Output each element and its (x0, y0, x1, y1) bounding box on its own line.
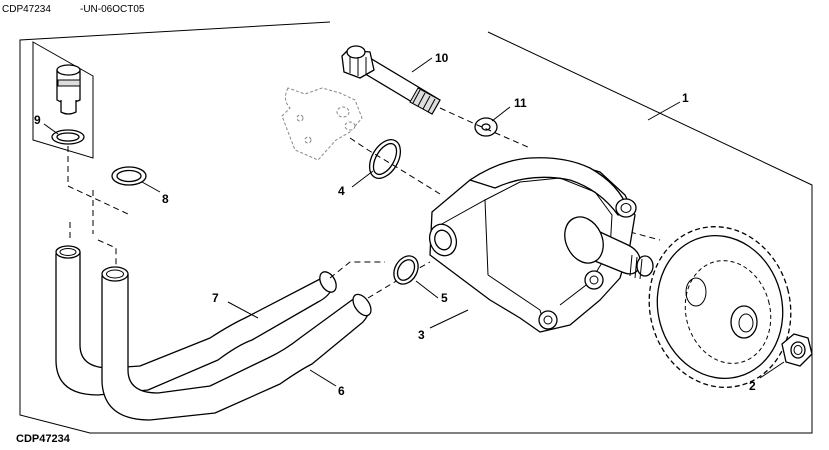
o-ring-8 (111, 166, 147, 186)
leader-5 (415, 280, 439, 299)
connector-fitting (56, 64, 81, 115)
centerline-o-ring-4 (349, 137, 441, 195)
callout-2: 2 (749, 379, 756, 393)
callout-8: 8 (162, 192, 169, 206)
leader-2 (759, 361, 785, 379)
centerline-bolt (439, 107, 531, 149)
centerline-tube7-pump (329, 261, 385, 279)
centerline-pump-gear (629, 231, 661, 241)
o-ring-4 (368, 139, 402, 179)
callout-11: 11 (514, 96, 527, 110)
callout-9: 9 (34, 113, 41, 127)
callout-1: 1 (682, 91, 689, 105)
leader-6 (309, 369, 337, 387)
o-ring-9 (51, 129, 85, 145)
oil-pump-3 (428, 157, 654, 333)
footer-code: CDP47234 (16, 433, 71, 445)
o-ring-5 (393, 255, 419, 285)
washer-11 (474, 117, 498, 137)
tube-7 (55, 245, 337, 396)
header-revision: -UN-06OCT05 (80, 4, 145, 15)
callout-10: 10 (435, 51, 449, 65)
leader-1 (647, 101, 681, 121)
leader-3 (429, 309, 469, 329)
leader-11 (491, 106, 511, 122)
header-code: CDP47234 (2, 4, 51, 15)
housing-fitting-ghost (281, 87, 363, 161)
callout-5: 5 (441, 291, 448, 305)
callout-4: 4 (338, 184, 345, 198)
nut-2 (781, 333, 813, 367)
assembly-outline (19, 21, 813, 434)
callout-7: 7 (212, 291, 219, 305)
callout-6: 6 (338, 384, 345, 398)
bolt-10 (341, 45, 441, 115)
inset-box (32, 41, 94, 159)
leader-9 (43, 123, 59, 135)
leader-7 (227, 301, 259, 319)
leader-8 (141, 181, 161, 193)
centerline-9 (67, 146, 129, 215)
leader-10 (411, 57, 433, 73)
tube-6 (101, 266, 372, 421)
drive-gear (648, 226, 792, 388)
callout-3: 3 (418, 328, 425, 342)
centerline-tube-6 (97, 239, 117, 268)
leader-4 (351, 170, 374, 188)
